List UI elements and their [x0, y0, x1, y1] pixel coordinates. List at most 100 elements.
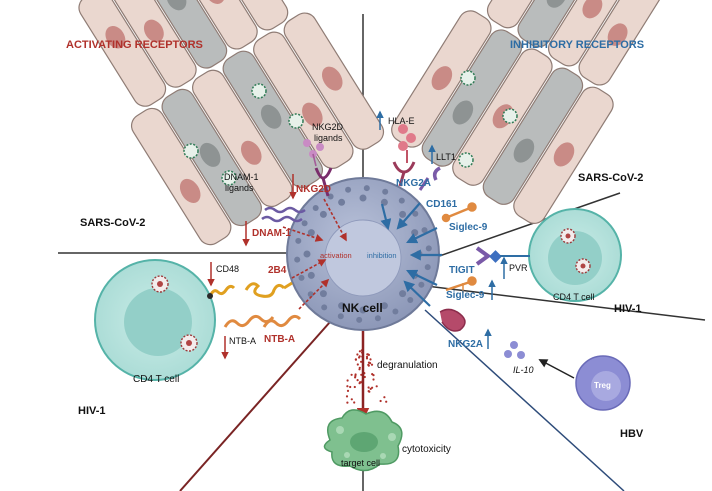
- granule-dot: [338, 302, 346, 310]
- granule-particle: [346, 389, 350, 392]
- granule-particle: [358, 356, 361, 359]
- granule-particle: [385, 400, 388, 403]
- granule-dot: [382, 188, 389, 195]
- cd4-cell-left: [94, 259, 216, 381]
- granule-particle: [383, 396, 386, 399]
- granule-particle: [358, 350, 361, 353]
- nkg2a-receptor-top: [392, 161, 416, 187]
- granule-dot: [424, 264, 431, 271]
- granule-particle: [346, 379, 349, 382]
- nkg2d-receptor: [314, 167, 333, 197]
- granule-particle: [367, 361, 371, 364]
- context-sars-left: SARS-CoV-2: [80, 217, 145, 229]
- granule-particle: [356, 353, 359, 356]
- inhibition-arrows: [380, 202, 442, 307]
- granule-particle: [367, 390, 370, 393]
- granule-dot: [421, 227, 428, 234]
- context-hbv: HBV: [620, 428, 644, 440]
- cd161-label: CD161: [426, 199, 458, 210]
- context-sars-right: SARS-CoV-2: [578, 172, 643, 184]
- granule-dot: [338, 198, 346, 206]
- granule-dot: [294, 256, 301, 263]
- hla-e-label: HLA-E: [388, 116, 415, 126]
- granule-particle: [350, 398, 353, 401]
- granule-dot: [392, 308, 399, 315]
- granule-dot: [425, 245, 432, 252]
- dnam1-receptor: [261, 206, 306, 223]
- granule-particle: [367, 386, 370, 389]
- granule-dot: [312, 205, 319, 211]
- granule-dot: [319, 290, 327, 298]
- granule-particle: [356, 363, 359, 366]
- activating-receptors-header: ACTIVATING RECEPTORS: [66, 39, 203, 51]
- nkg2a-bottom-label: NKG2A: [448, 339, 483, 350]
- granule-particle: [360, 360, 363, 363]
- granule-particle: [345, 395, 349, 398]
- left-virus-particles: [183, 83, 304, 186]
- granule-dot: [399, 290, 407, 298]
- granule-particle: [353, 401, 356, 404]
- granule-dot: [412, 210, 419, 217]
- ntba-ligand-label: NTB-A: [229, 336, 256, 346]
- activation-label: activation: [320, 251, 352, 260]
- treg-label: Treg: [594, 381, 611, 390]
- left-epithelium: [78, 0, 385, 246]
- granule-dot: [319, 210, 327, 218]
- nkg2d-ligand: [303, 139, 324, 167]
- treg-secretion-arrow: [538, 359, 575, 379]
- nkg2d-label: NKG2D: [296, 184, 331, 195]
- granule-particle: [369, 387, 372, 390]
- inhibition-label: inhibition: [367, 251, 397, 260]
- context-hiv-left: HIV-1: [78, 405, 106, 417]
- target-cell-label: target cell: [341, 458, 380, 468]
- granule-dot: [380, 302, 388, 310]
- granule-particle: [367, 363, 370, 366]
- treg-cell: [575, 355, 631, 411]
- b2b4-receptor: [244, 281, 293, 298]
- granule-dot: [363, 185, 370, 192]
- degranulation-label: degranulation: [377, 360, 438, 371]
- right-epithelium: [391, 0, 666, 224]
- granule-dot: [307, 229, 315, 237]
- llt1-cd161-pair: [418, 166, 441, 191]
- granule-dot: [307, 291, 314, 298]
- ntba-receptor: [223, 314, 302, 328]
- cd4-right-label: CD4 T cell: [553, 292, 595, 302]
- granule-dot: [321, 304, 328, 311]
- cd48-label: CD48: [216, 264, 239, 274]
- granule-particle: [346, 401, 349, 404]
- right-virus-particles: [458, 70, 518, 168]
- target-cell: [323, 409, 403, 472]
- granule-dot: [374, 315, 381, 322]
- llt1-label: LLT1: [436, 152, 456, 162]
- il10-label: IL-10: [513, 365, 534, 375]
- hla-e-ligand: [398, 124, 416, 163]
- nkg2d-ligands-label-1: NKG2D: [312, 122, 344, 132]
- granule-dot: [295, 237, 302, 244]
- dnam1-ligands-label-1: DNAM-1: [224, 172, 259, 182]
- granule-dot: [411, 229, 419, 237]
- dnam1-label: DNAM-1: [252, 228, 291, 239]
- granule-dot: [307, 271, 315, 279]
- tigit-pvr-pair: [475, 246, 530, 266]
- siglec9-top-label: Siglec-9: [449, 222, 488, 233]
- cd4-cell-right: [528, 208, 622, 302]
- context-hiv-right: HIV-1: [614, 303, 642, 315]
- granule-dot: [407, 297, 414, 303]
- granule-particle: [356, 379, 359, 382]
- granule-particle: [367, 353, 370, 356]
- nkg2a-top-label: NKG2A: [396, 178, 431, 189]
- inhibitory-receptors-header: INHIBITORY RECEPTORS: [510, 39, 644, 51]
- tigit-label: TIGIT: [449, 265, 475, 276]
- granule-particle: [372, 374, 375, 377]
- granule-particle: [353, 385, 356, 389]
- cytotoxicity-label: cytotoxicity: [402, 444, 451, 455]
- granule-dot: [345, 186, 352, 193]
- granule-particle: [346, 385, 349, 388]
- granule-dot: [398, 197, 405, 204]
- siglec9-receptor-top: [441, 202, 477, 223]
- activation-arrows: [282, 198, 347, 310]
- granule-particle: [369, 358, 372, 361]
- granule-particle: [375, 385, 378, 388]
